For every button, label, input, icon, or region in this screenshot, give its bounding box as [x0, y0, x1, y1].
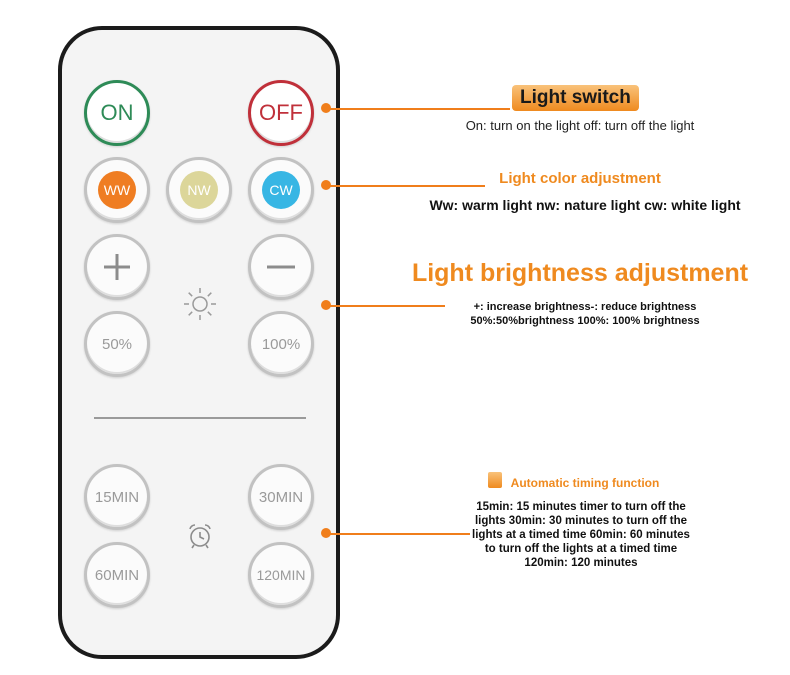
brightness-50-button[interactable]: 50% — [84, 311, 150, 377]
nw-label: NW — [187, 182, 211, 198]
color-description: Ww: warm light nw: nature light cw: whit… — [429, 197, 741, 213]
brightness-description-line2: 50%:50%brightness 100%: 100% brightness — [470, 315, 700, 327]
brightness-100-button[interactable]: 100% — [248, 311, 314, 377]
brightness-leader-dot — [321, 300, 331, 310]
brightness-leader-line — [330, 305, 445, 307]
timer-description: 15min: 15 minutes timer to turn off the … — [472, 501, 690, 569]
sun-icon — [184, 288, 216, 320]
timer-60-label: 60MIN — [94, 566, 140, 584]
timer-title: Automatic timing function — [510, 476, 660, 490]
cw-label: CW — [269, 182, 293, 198]
timer-15-label: 15MIN — [94, 488, 140, 506]
timer-60-button[interactable]: 60MIN — [84, 542, 150, 608]
nw-button[interactable]: NW — [166, 157, 232, 223]
timer-leader-line — [330, 533, 470, 535]
color-leader-line — [330, 185, 485, 187]
timer-15-button[interactable]: 15MIN — [84, 464, 150, 530]
switch-leader-dot — [321, 103, 331, 113]
cw-dot: CW — [262, 171, 300, 209]
switch-description: On: turn on the light off: turn off the … — [465, 118, 695, 133]
brightness-50-label: 50% — [101, 335, 133, 353]
plus-button[interactable] — [84, 234, 150, 300]
minus-button[interactable] — [248, 234, 314, 300]
on-button[interactable]: ON — [84, 80, 150, 146]
plus-icon — [104, 254, 130, 280]
timer-120-label: 120MIN — [256, 567, 306, 583]
timer-leader-dot — [321, 528, 331, 538]
timer-30-label: 30MIN — [258, 488, 304, 506]
brightness-description: +: increase brightness-: reduce brightne… — [400, 300, 770, 328]
brightness-description-line1: +: increase brightness-: reduce brightne… — [473, 301, 697, 313]
color-title: Light color adjustment — [499, 170, 661, 187]
switch-title: Light switch — [512, 85, 639, 111]
alarm-clock-icon — [189, 524, 211, 549]
off-label: OFF — [259, 100, 303, 125]
ww-button[interactable]: WW — [84, 157, 150, 223]
cw-button[interactable]: CW — [248, 157, 314, 223]
brightness-100-label: 100% — [261, 335, 301, 353]
remote-divider — [94, 417, 306, 419]
color-leader-dot — [321, 180, 331, 190]
timer-120-button[interactable]: 120MIN — [248, 542, 314, 608]
on-label: ON — [100, 100, 134, 125]
minus-icon — [267, 265, 295, 269]
ww-dot: WW — [98, 171, 136, 209]
switch-leader-line — [330, 108, 510, 110]
off-button[interactable]: OFF — [248, 80, 314, 146]
brightness-title: Light brightness adjustment — [411, 259, 749, 287]
timer-30-button[interactable]: 30MIN — [248, 464, 314, 530]
timer-title-icon — [488, 472, 502, 488]
nw-dot: NW — [180, 171, 218, 209]
ww-label: WW — [103, 182, 131, 198]
